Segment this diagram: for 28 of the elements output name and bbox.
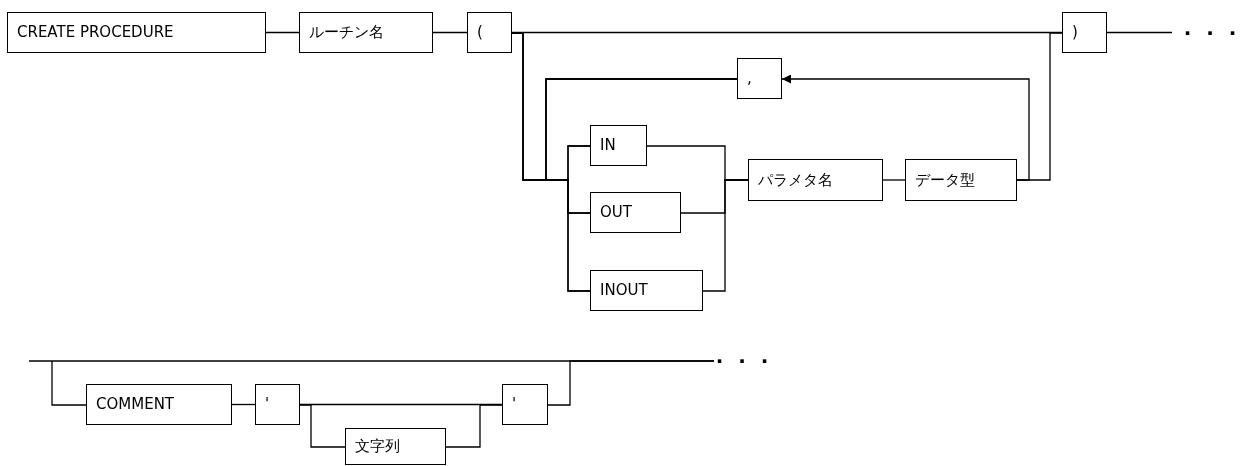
syntax-box: COMMENT [86, 384, 232, 425]
connector [445, 404, 503, 448]
syntax-box: , [737, 58, 782, 99]
syntax-box: ルーチン名 [299, 12, 433, 53]
syntax-box: 文字列 [345, 428, 446, 465]
syntax-box: ' [255, 384, 300, 425]
connector [432, 31, 468, 34]
continuation-dots: · · · [1172, 20, 1252, 46]
connector [702, 179, 749, 292]
syntax-box: ' [502, 384, 548, 425]
connector [231, 403, 256, 406]
arrow [781, 74, 1030, 181]
continuation-dots: · · · [714, 348, 774, 374]
connector [1106, 31, 1173, 34]
connector [545, 78, 738, 292]
connector [299, 404, 346, 448]
connector [265, 31, 300, 34]
syntax-box: ( [467, 12, 512, 53]
connector [882, 179, 906, 181]
syntax-box: INOUT [590, 270, 703, 311]
syntax-box: IN [590, 125, 647, 166]
syntax-box: OUT [590, 192, 681, 233]
syntax-box: CREATE PROCEDURE [7, 12, 266, 53]
connector [51, 360, 87, 406]
syntax-box: データ型 [905, 159, 1017, 201]
syntax-box: ) [1062, 12, 1107, 53]
syntax-box: パラメタ名 [748, 159, 883, 201]
connector [28, 360, 715, 362]
